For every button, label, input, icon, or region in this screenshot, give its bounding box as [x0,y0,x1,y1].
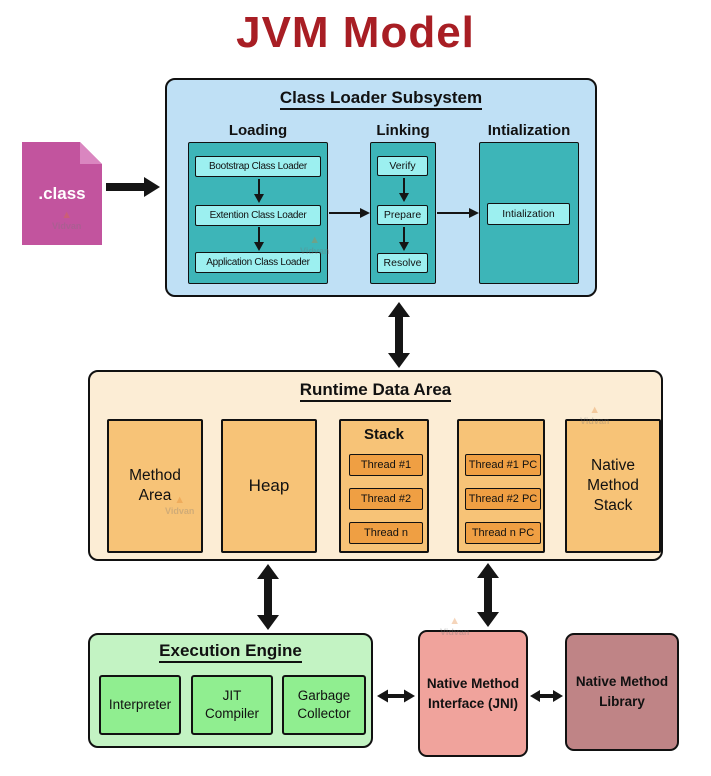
stack-title: Stack [363,426,405,443]
runtime-data-area-panel: Runtime Data Area Method Area Heap Stack… [88,370,663,561]
initialization-label: Intialization [487,122,571,139]
stack-box: Stack Thread #1 Thread #2 Thread n [339,419,429,553]
loading-label: Loading [228,122,288,139]
down-arrow-icon [254,227,264,251]
pc-thread-n: Thread n PC [465,522,541,544]
arrow-execution-jni [377,689,415,703]
extension-class-loader: Extention Class Loader [195,205,321,226]
stack-thread-1: Thread #1 [349,454,423,476]
page-title: JVM Model [236,8,475,57]
linking-label: Linking [376,122,430,139]
application-class-loader: Application Class Loader [195,252,321,273]
runtime-title: Runtime Data Area [90,380,661,402]
pc-thread-1: Thread #1 PC [465,454,541,476]
prepare-step: Prepare [377,205,428,225]
jit-compiler-box: JIT Compiler [191,675,273,735]
right-arrow-icon [437,208,479,218]
stack-thread-n: Thread n [349,522,423,544]
class-file-icon: .class [22,142,102,245]
initialization-step: Intialization [487,203,570,225]
native-method-stack-box: Native Method Stack [565,419,661,553]
interpreter-box: Interpreter [99,675,181,735]
arrow-runtime-execution [257,564,279,630]
loading-box: Bootstrap Class Loader Extention Class L… [188,142,328,284]
linking-box: Verify Prepare Resolve [370,142,436,284]
pc-thread-2: Thread #2 PC [465,488,541,510]
arrow-class-to-loader [106,177,160,197]
method-area-box: Method Area [107,419,203,553]
execution-engine-panel: Execution Engine Interpreter JIT Compile… [88,633,373,748]
garbage-collector-box: Garbage Collector [282,675,366,735]
resolve-step: Resolve [377,253,428,273]
flame-icon: ▲ [449,615,461,627]
class-loader-subsystem-panel: Class Loader Subsystem Loading Linking I… [165,78,597,297]
bootstrap-class-loader: Bootstrap Class Loader [195,156,321,177]
down-arrow-icon [254,179,264,203]
page-fold-icon [80,142,102,164]
native-method-library-box: Native Method Library [565,633,679,751]
down-arrow-icon [399,227,409,251]
execution-engine-title-text: Execution Engine [159,641,302,663]
execution-engine-title: Execution Engine [90,641,371,663]
pc-registers-box: Thread #1 PC Thread #2 PC Thread n PC [457,419,545,553]
down-arrow-icon [399,178,409,202]
class-loader-title: Class Loader Subsystem [167,88,595,110]
class-loader-title-text: Class Loader Subsystem [279,88,483,110]
stack-thread-2: Thread #2 [349,488,423,510]
runtime-title-text: Runtime Data Area [299,380,452,402]
heap-box: Heap [221,419,317,553]
verify-step: Verify [377,156,428,176]
jni-box: Native Method Interface (JNI) [418,630,528,757]
arrow-runtime-jni [477,563,499,627]
class-file-label: .class [38,183,86,203]
arrow-loader-runtime [388,302,410,368]
right-arrow-icon [329,208,370,218]
arrow-jni-library [530,690,563,702]
initialization-box: Intialization [479,142,579,284]
